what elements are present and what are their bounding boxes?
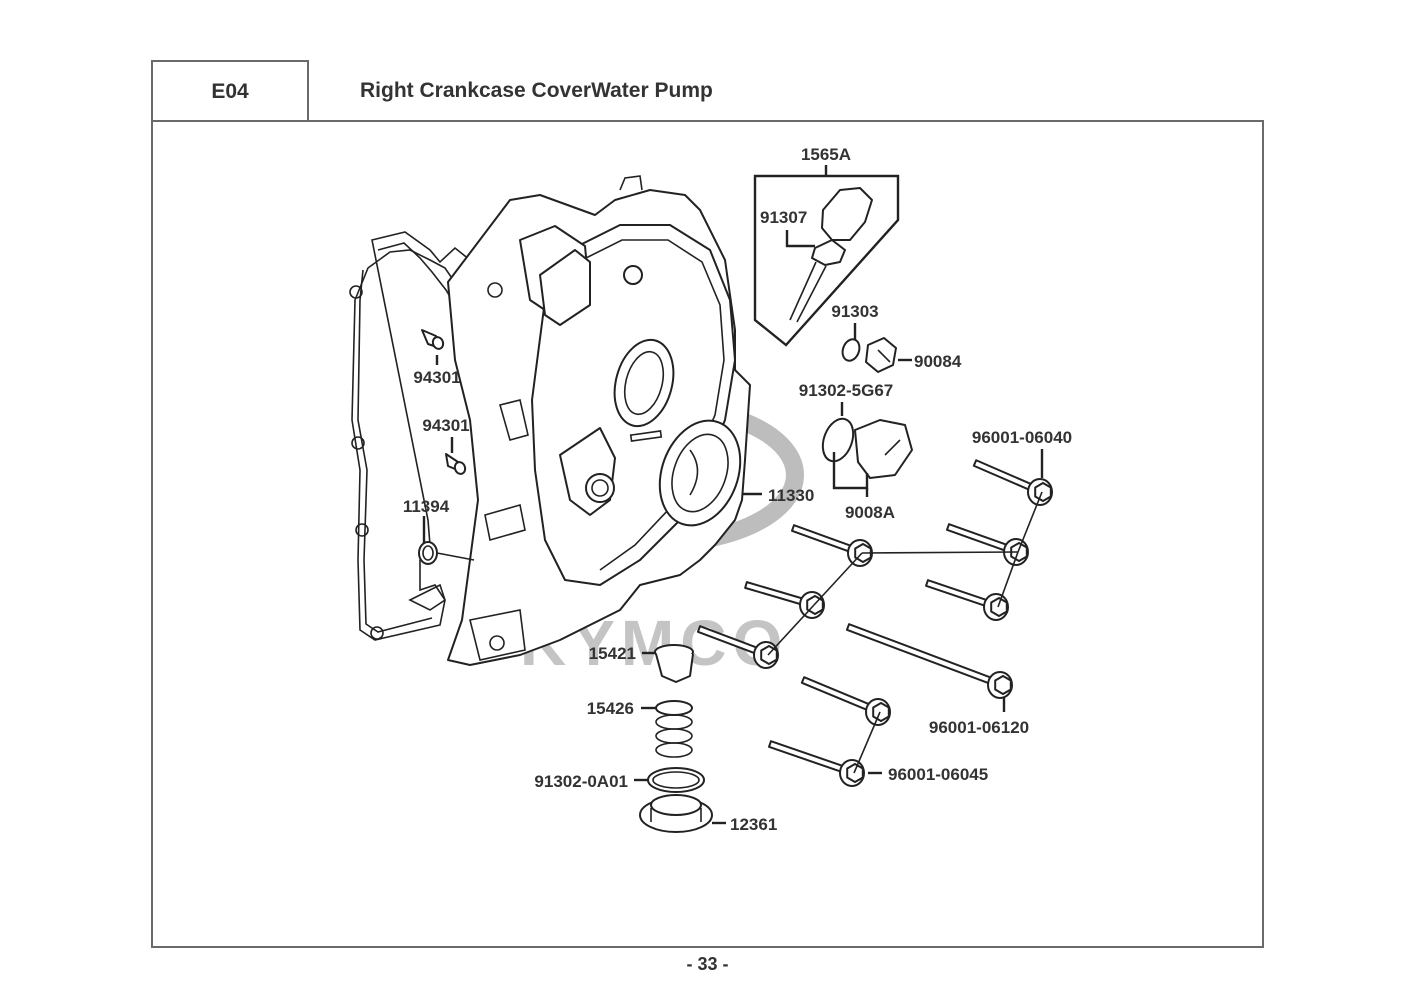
diagram-frame (151, 120, 1264, 948)
part-label-15426: 15426 (587, 699, 634, 718)
part-label-91302-0A01: 91302-0A01 (534, 772, 628, 791)
part-label-9008A: 9008A (845, 503, 895, 522)
bolt-group-connector (767, 604, 815, 656)
strainer (654, 644, 694, 683)
dipstick-kit (753, 165, 900, 347)
large-plug (821, 417, 913, 479)
bolts (696, 459, 1053, 787)
gasket (349, 231, 472, 641)
bolt (845, 623, 1013, 699)
page-number: - 33 - (686, 954, 729, 974)
part-label-11394: 11394 (403, 497, 450, 516)
crankcase-cover (447, 175, 751, 666)
dowel-pin-2 (445, 453, 467, 475)
bolt-group-connector (813, 552, 863, 606)
part-label-1565A: 1565A (801, 145, 851, 164)
bolt (925, 579, 1009, 621)
part-label-96001-06040: 96001-06040 (972, 428, 1072, 447)
spring (655, 700, 693, 758)
bolt (790, 524, 873, 567)
bolt (800, 676, 891, 726)
bolt-group-connector (997, 551, 1019, 608)
part-label-96001-06045: 96001-06045 (888, 765, 988, 784)
drain-oring (647, 767, 705, 793)
part-label-94301-b: 94301 (422, 416, 469, 435)
part-label-12361: 12361 (730, 815, 777, 834)
part-labels: 1565A 91307 91303 90084 91302-5G67 9008A… (403, 145, 1072, 834)
leader-lines (422, 230, 1044, 825)
part-label-90084: 90084 (914, 352, 962, 371)
part-label-15421: 15421 (589, 644, 636, 663)
bolt (972, 459, 1053, 506)
drain-plug (639, 794, 713, 833)
bolt-group-connector (1017, 491, 1043, 553)
part-label-96001-06120: 96001-06120 (929, 718, 1029, 737)
bolt-group-connector (853, 711, 881, 774)
section-code: E04 (211, 79, 249, 103)
section-code-box: E04 (151, 60, 309, 121)
small-plug (841, 337, 897, 373)
part-label-91307: 91307 (760, 208, 807, 227)
bolt-group-connector (861, 551, 1019, 554)
page-title: Right Crankcase CoverWater Pump (360, 79, 713, 102)
bolt (768, 740, 865, 787)
part-label-94301-a: 94301 (413, 368, 460, 387)
part-label-91303: 91303 (831, 302, 878, 321)
gasket-oring (418, 541, 438, 565)
dowel-pin-1 (421, 329, 445, 350)
part-label-91302-5G67: 91302-5G67 (799, 381, 894, 400)
part-label-11330: 11330 (768, 486, 814, 505)
